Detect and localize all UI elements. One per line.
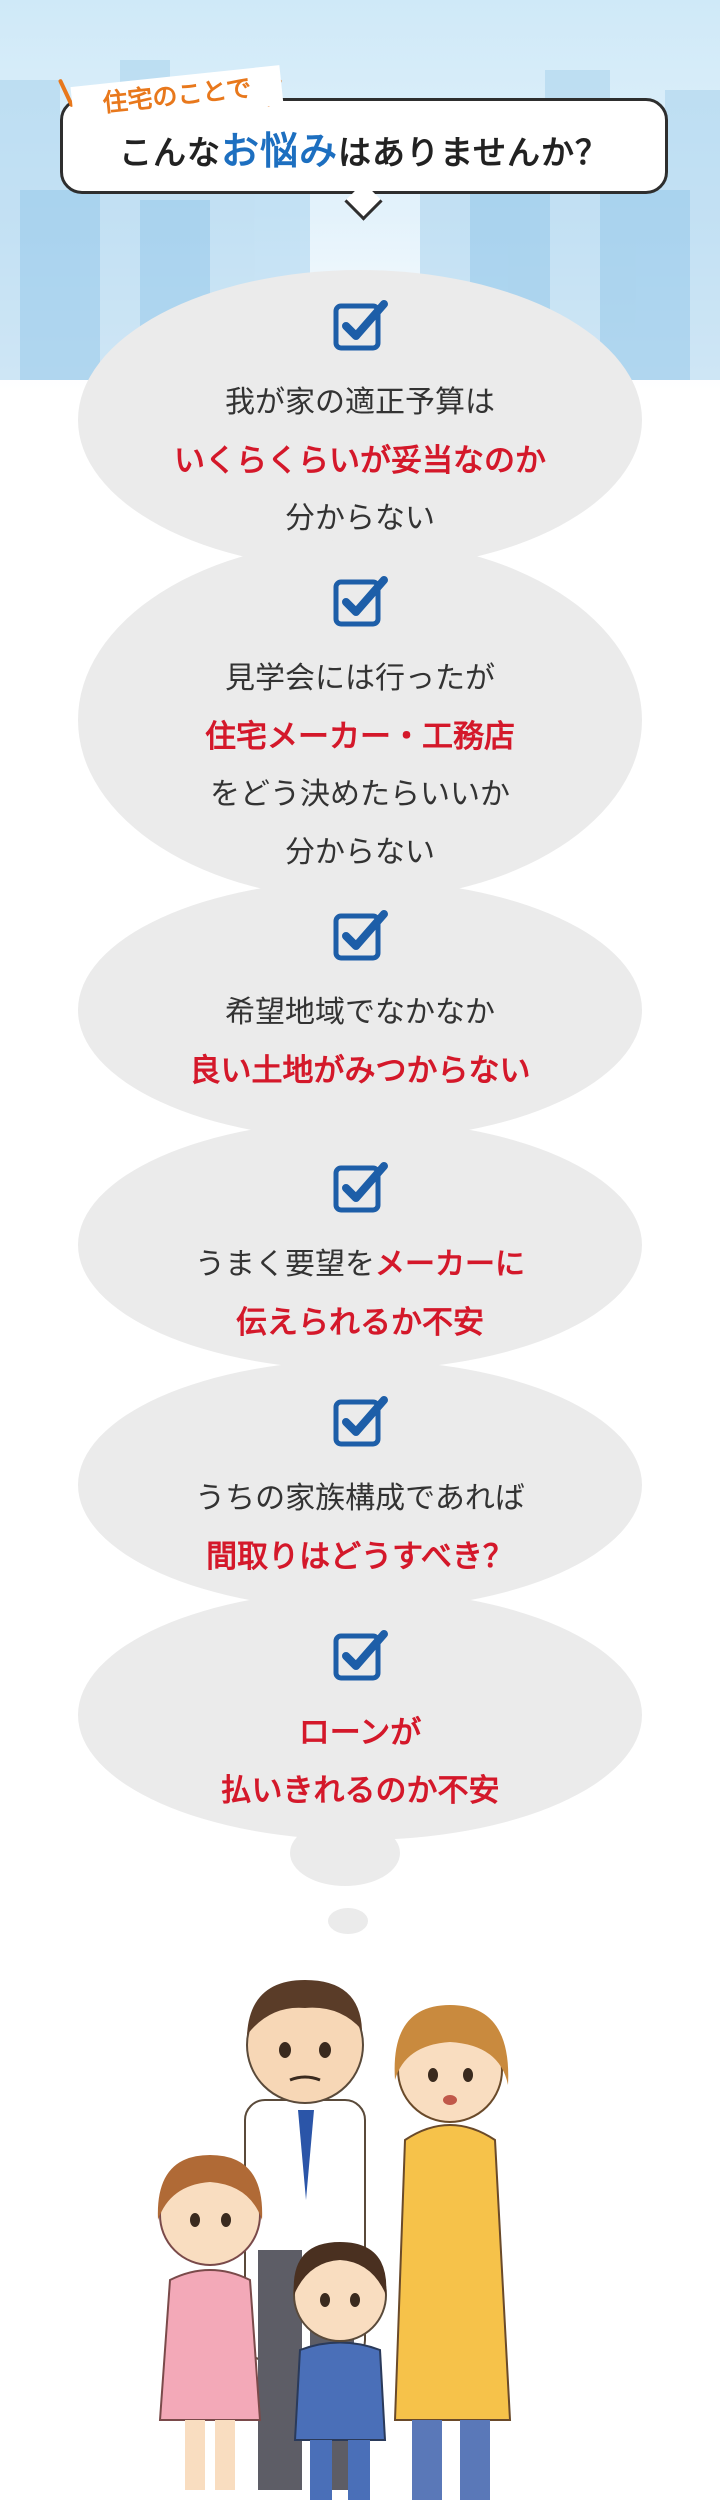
concern-text: うまく要望をメーカーに	[195, 1247, 525, 1282]
concern-item: 我が家の適正予算は いくらくらいが妥当なのか 分からない	[80, 296, 640, 548]
concern-highlight: 払いきれるのか不安	[220, 1773, 500, 1809]
checkbox-checked-icon	[333, 1630, 388, 1681]
checkbox-checked-icon	[333, 300, 388, 351]
concern-text: 希望地域でなかなか	[225, 995, 495, 1030]
concern-text: 見学会には行ったが	[225, 661, 495, 696]
thought-dot-large	[290, 1820, 400, 1886]
mother-figure	[393, 2005, 512, 2500]
thought-dot-small	[328, 1908, 368, 1934]
concern-item: ローンが 払いきれるのか不安	[80, 1626, 640, 1820]
concern-highlight: 間取りはどうすべき？	[206, 1539, 514, 1575]
concern-item: 希望地域でなかなか 良い土地がみつからない	[80, 906, 640, 1100]
checkbox-checked-icon	[333, 910, 388, 961]
concern-text: 我が家の適正予算は	[225, 385, 495, 420]
concern-text: 分からない	[285, 835, 435, 870]
concern-highlight: 伝えられるか不安	[236, 1305, 484, 1341]
concern-highlight: 住宅メーカー・工務店	[205, 719, 515, 755]
checkbox-checked-icon	[333, 576, 388, 627]
girl-figure	[157, 2155, 263, 2490]
checkbox-checked-icon	[333, 1162, 388, 1213]
checkbox-checked-icon	[333, 1396, 388, 1447]
concern-text: 分からない	[285, 501, 435, 536]
boy-figure	[293, 2242, 387, 2500]
concern-text: うちの家族構成であれば	[195, 1481, 525, 1516]
worried-family-illustration	[157, 1980, 512, 2500]
concern-item: うちの家族構成であれば 間取りはどうすべき？	[80, 1392, 640, 1586]
page-title: こんなお悩みはありませんか？	[118, 129, 610, 173]
concern-highlight: 良い土地がみつからない	[189, 1053, 531, 1089]
concern-item: うまく要望をメーカーに 伝えられるか不安	[80, 1158, 640, 1352]
thought-cloud	[78, 270, 642, 1934]
concern-text: をどう決めたらいいか	[210, 777, 510, 812]
concern-highlight: いくらくらいが妥当なのか	[174, 443, 546, 479]
concern-item: 見学会には行ったが 住宅メーカー・工務店 をどう決めたらいいか 分からない	[80, 572, 640, 882]
concern-highlight: ローンが	[298, 1715, 422, 1751]
